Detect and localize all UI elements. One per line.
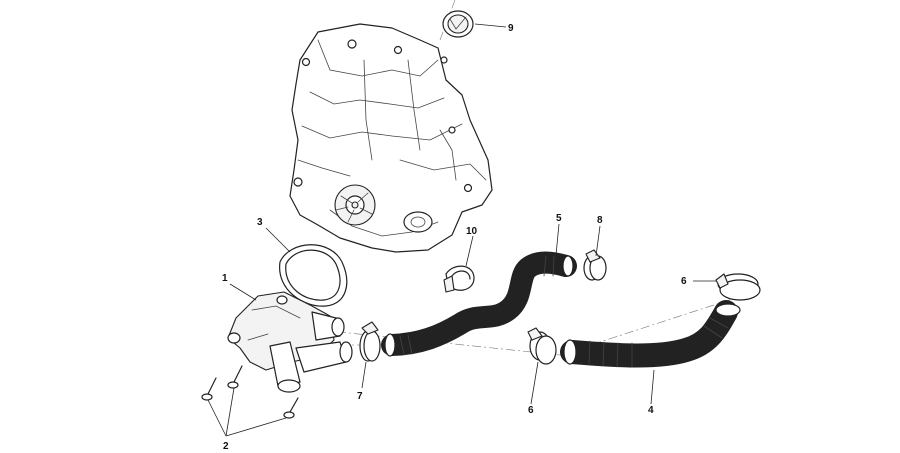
callout-5: 5	[556, 213, 562, 224]
callout-3: 3	[257, 217, 263, 228]
part-8-hose-clamp	[583, 249, 607, 281]
part-6-hose-clamp-right	[715, 273, 761, 301]
part-3-gasket	[279, 244, 348, 307]
screw-b	[227, 365, 243, 389]
part-4-lower-hose	[560, 300, 741, 368]
callout-labels: 1 2 3 4 5 6 6 7 8 9 10	[222, 23, 687, 452]
part-10-hose-clip	[443, 265, 475, 293]
callout-10: 10	[466, 226, 478, 237]
engine-cover-housing	[289, 23, 493, 253]
callout-6-right: 6	[681, 276, 687, 287]
callout-7: 7	[357, 391, 363, 402]
screw-a	[201, 377, 217, 401]
callout-6-left: 6	[528, 405, 534, 416]
part-1-thermostat-housing	[227, 291, 353, 393]
part-5-upper-hose	[381, 251, 577, 357]
callout-2: 2	[223, 441, 229, 452]
part-6-hose-clamp-left	[527, 327, 557, 365]
leader-lines	[207, 23, 716, 437]
callout-9: 9	[508, 23, 514, 34]
callout-1: 1	[222, 273, 228, 284]
part-9-cap	[442, 10, 474, 38]
part-7-hose-clamp	[359, 321, 381, 362]
callout-8: 8	[597, 215, 603, 226]
part-2-screws	[201, 365, 299, 419]
screw-c	[283, 397, 299, 419]
callout-4: 4	[648, 405, 654, 416]
